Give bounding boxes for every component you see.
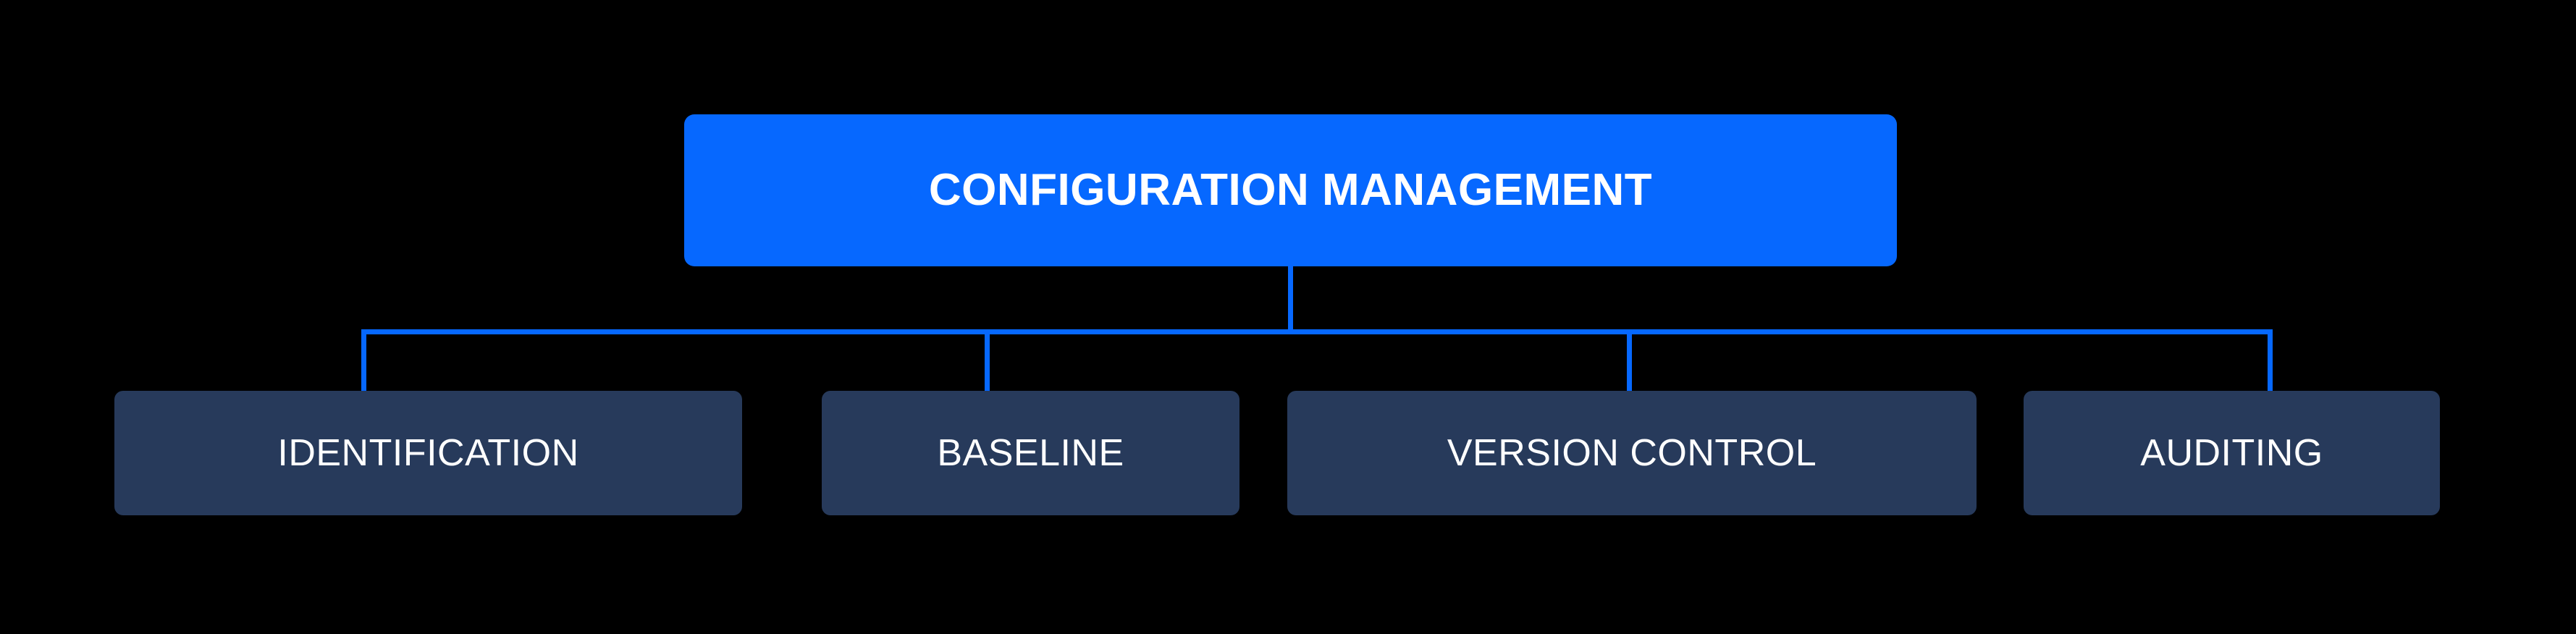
connector-drop-version-control (1627, 329, 1632, 392)
node-root-label: CONFIGURATION MANAGEMENT (928, 165, 1653, 215)
node-identification-label: IDENTIFICATION (277, 432, 579, 474)
connector-root-stem (1288, 266, 1293, 334)
connector-drop-baseline (985, 329, 990, 392)
connector-drop-identification (361, 329, 366, 392)
connector-drop-auditing (2268, 329, 2273, 392)
node-identification[interactable]: IDENTIFICATION (114, 391, 742, 515)
node-version-control[interactable]: VERSION CONTROL (1287, 391, 1977, 515)
connector-horizontal-bus (361, 329, 2273, 334)
node-auditing[interactable]: AUDITING (2024, 391, 2440, 515)
node-baseline[interactable]: BASELINE (822, 391, 1239, 515)
node-configuration-management[interactable]: CONFIGURATION MANAGEMENT (684, 114, 1897, 266)
node-auditing-label: AUDITING (2140, 432, 2323, 474)
node-baseline-label: BASELINE (937, 432, 1124, 474)
node-version-control-label: VERSION CONTROL (1447, 432, 1817, 474)
